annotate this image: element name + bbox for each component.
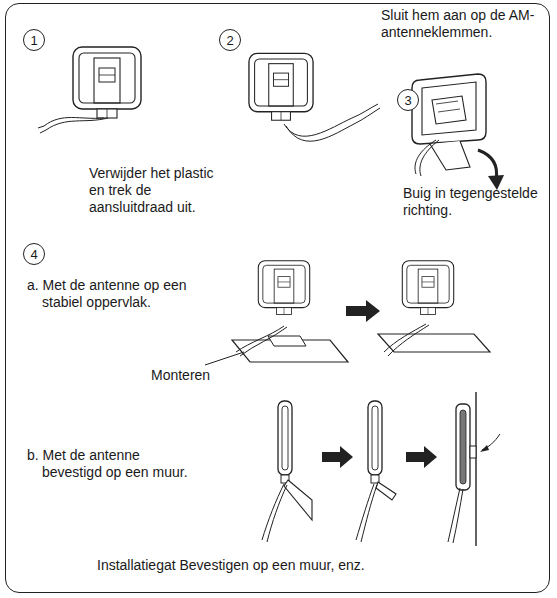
step-number: 1 [23,29,45,51]
step-caption: b. Met de antenne bevestigd op een muur. [27,447,202,481]
instruction-frame: Sluit hem aan op de AM-antenneklemmen. Ve… [5,3,550,593]
step-number-text: 3 [404,94,411,107]
loop-antenna [73,47,141,118]
step-caption: Buig in tegengestelde richting. [403,185,549,219]
wire-end [38,126,46,133]
loop-antenna-folding [412,74,504,190]
step-caption: Verwijder het plastic en trek de aanslui… [89,165,229,216]
step-number: 2 [219,29,241,51]
step-number-text: 1 [30,34,37,47]
part-label: Monteren [151,367,210,384]
lead-wire [284,104,380,141]
step-number: 3 [397,89,419,111]
antenna-on-wall [262,392,500,546]
step-number: 4 [23,243,45,265]
step-caption: Sluit hem aan op de AM-antenneklemmen. [381,7,547,41]
footer-caption: Installatiegat Bevestigen op een muur, e… [97,557,365,574]
lead-wire [44,118,108,131]
loop-antenna [249,53,313,120]
step-number-text: 2 [226,34,233,47]
step-caption: a. Met de antenne op een stabiel oppervl… [27,277,212,311]
step-number-text: 4 [30,248,37,261]
antenna-on-surface [205,261,490,365]
